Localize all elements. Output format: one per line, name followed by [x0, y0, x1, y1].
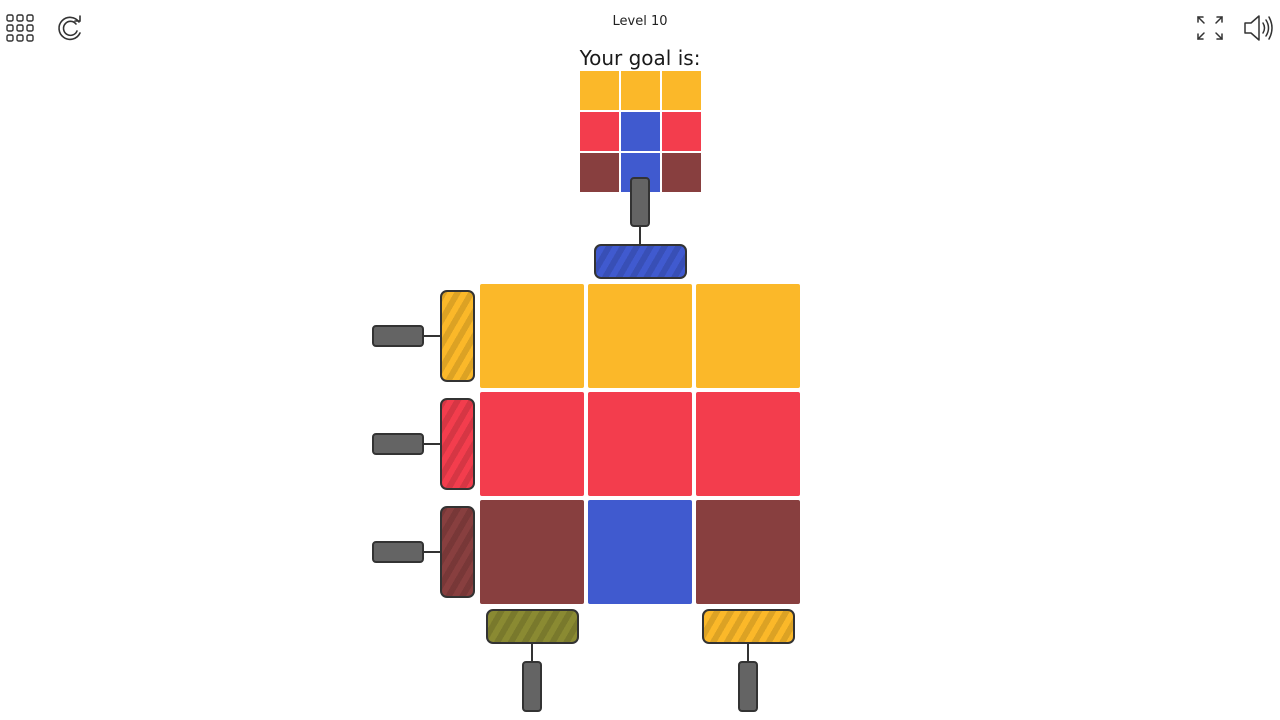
left-roller-row-1[interactable]	[440, 290, 475, 382]
left-roller-row-2[interactable]	[440, 398, 475, 490]
left-roller-handle-3[interactable]	[372, 541, 424, 563]
fullscreen-button[interactable]	[1195, 13, 1225, 43]
bottom-roller-column-3[interactable]	[702, 609, 795, 644]
bottom-roller-handle-3[interactable]	[738, 661, 758, 712]
board-cell-r3-c1-maroon	[480, 500, 584, 604]
speaker-icon	[1244, 15, 1273, 41]
goal-cell-r3-c1-maroon	[580, 153, 619, 192]
top-roller-stick	[639, 227, 641, 245]
top-roller-handle[interactable]	[630, 177, 650, 227]
bottom-roller-stick-3	[747, 644, 749, 662]
left-roller-row-3[interactable]	[440, 506, 475, 598]
grid-menu-icon	[6, 14, 34, 42]
goal-grid	[580, 71, 701, 192]
level-title: Level 10	[612, 14, 668, 29]
board-cell-r2-c1-red	[480, 392, 584, 496]
fullscreen-icon	[1197, 16, 1223, 40]
top-roller-blue[interactable]	[594, 244, 687, 279]
restart-button[interactable]	[55, 13, 85, 43]
paint-board	[480, 284, 800, 604]
board-cell-r3-c2-blue	[588, 500, 692, 604]
board-cell-r2-c2-red	[588, 392, 692, 496]
left-roller-stick-3	[424, 551, 441, 553]
board-cell-r2-c3-red	[696, 392, 800, 496]
level-menu-button[interactable]	[6, 14, 34, 42]
goal-cell-r1-c1-yellow	[580, 71, 619, 110]
goal-cell-r1-c2-yellow	[621, 71, 660, 110]
goal-label: Your goal is:	[579, 46, 701, 70]
bottom-roller-column-1[interactable]	[486, 609, 579, 644]
goal-cell-r1-c3-yellow	[662, 71, 701, 110]
board-cell-r1-c3-yellow	[696, 284, 800, 388]
goal-cell-r2-c1-red	[580, 112, 619, 151]
board-cell-r1-c2-yellow	[588, 284, 692, 388]
restart-icon	[58, 15, 81, 41]
left-roller-stick-2	[424, 443, 441, 445]
board-cell-r3-c3-maroon	[696, 500, 800, 604]
goal-cell-r3-c3-maroon	[662, 153, 701, 192]
goal-cell-r2-c2-blue	[621, 112, 660, 151]
bottom-roller-stick-1	[531, 644, 533, 662]
sound-toggle-button[interactable]	[1242, 12, 1274, 44]
left-roller-stick-1	[424, 335, 441, 337]
bottom-roller-handle-1[interactable]	[522, 661, 542, 712]
board-cell-r1-c1-yellow	[480, 284, 584, 388]
goal-cell-r2-c3-red	[662, 112, 701, 151]
left-roller-handle-2[interactable]	[372, 433, 424, 455]
left-roller-handle-1[interactable]	[372, 325, 424, 347]
